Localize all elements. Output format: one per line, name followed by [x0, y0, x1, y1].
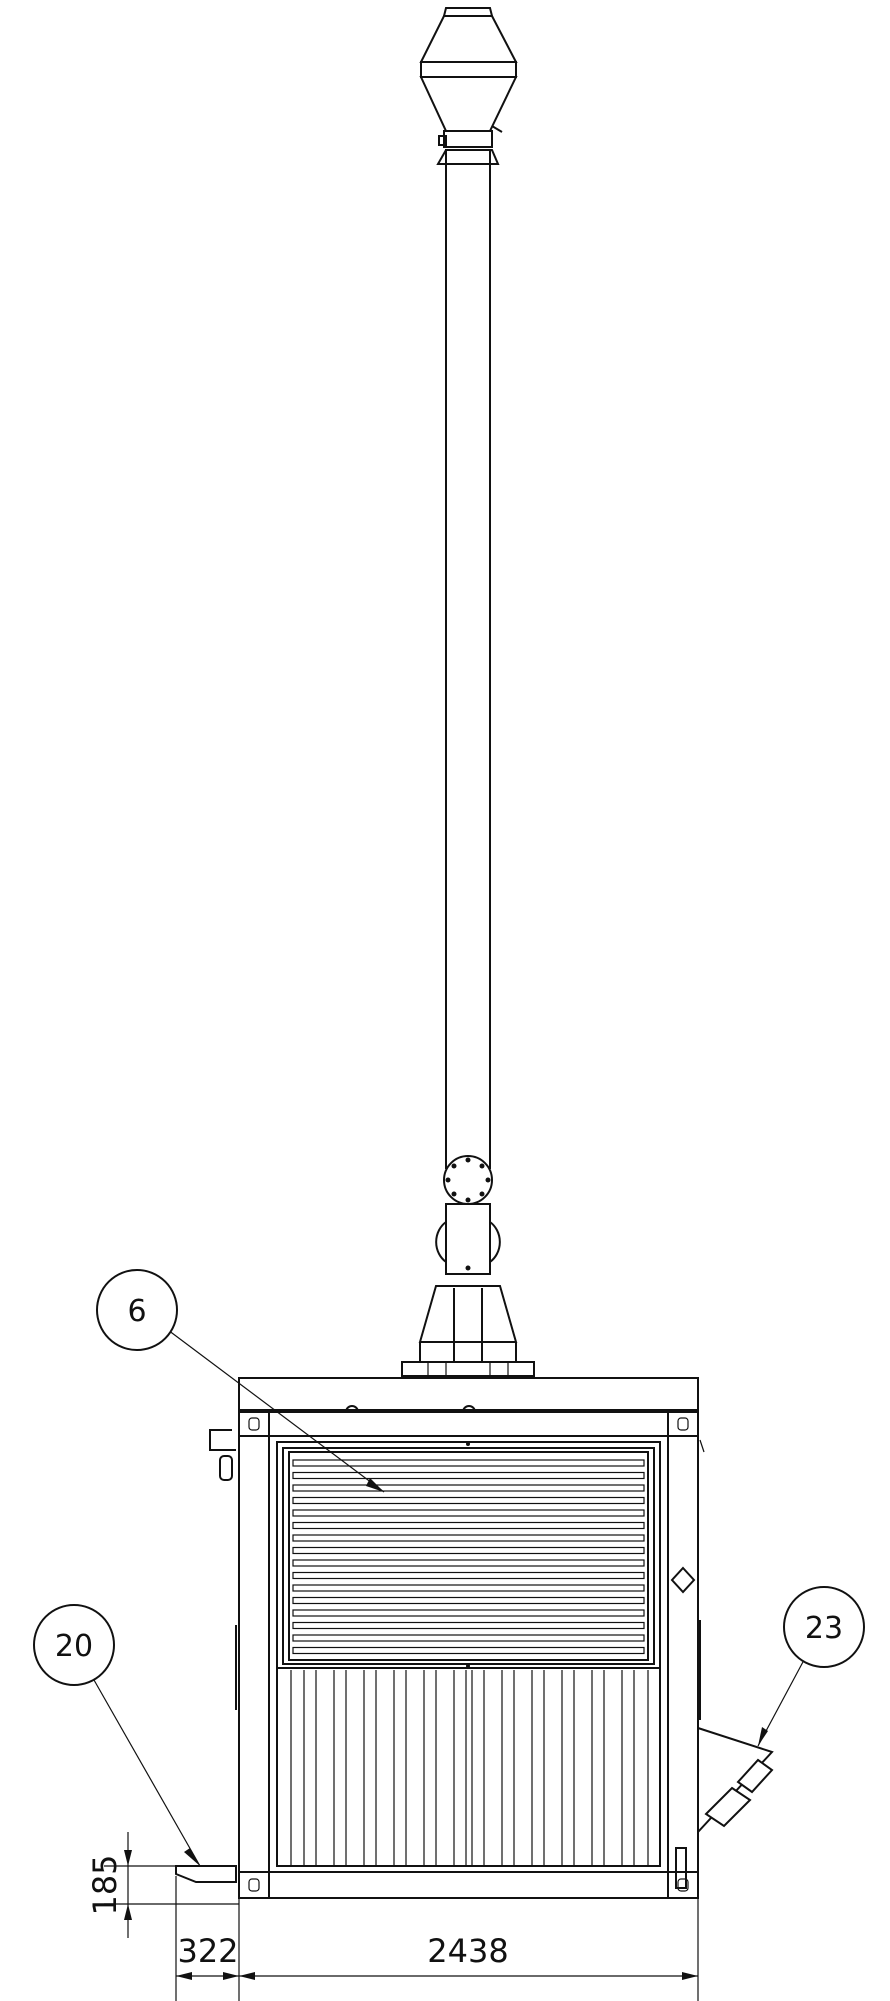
side-diamond-marker [670, 1566, 696, 1594]
lower-flange-left [435, 1221, 447, 1263]
balloon-23 [783, 1586, 865, 1668]
container-roof [238, 1377, 699, 1411]
balloon-callouts [33, 1269, 865, 1867]
louvre-slat [292, 1484, 645, 1492]
grille-inner-frame [288, 1451, 649, 1661]
container-top-rail [238, 1411, 699, 1437]
container [209, 1377, 705, 1899]
louvre-slat [292, 1596, 645, 1605]
side-bracket-left [209, 1429, 236, 1451]
corner-casting-tl [238, 1411, 270, 1437]
louvre-slat [292, 1534, 645, 1542]
collar-tab-right [491, 125, 503, 133]
stack-collar [443, 130, 493, 148]
dimension-185-label: 185 [86, 1854, 124, 1915]
louvre-slat [292, 1459, 645, 1467]
collar-tab-left [438, 135, 447, 146]
louvre-slat [292, 1609, 645, 1617]
grille-outer-frame [282, 1447, 655, 1665]
side-handle-right [675, 1847, 687, 1889]
louvre-slat [292, 1634, 645, 1642]
lower-flange-right [489, 1221, 501, 1263]
louvre-slat [292, 1584, 645, 1592]
stack-pipe [445, 149, 491, 1169]
stack-flange-top [436, 149, 500, 165]
container-bottom-rail [238, 1871, 699, 1899]
louvre-slat [292, 1621, 645, 1630]
corner-post-left [238, 1435, 270, 1873]
corrugated-panel [277, 1667, 660, 1866]
dimension-lines [104, 1832, 699, 2001]
balloon-20-label: 20 [55, 1629, 93, 1664]
upper-flange-bolts [445, 1157, 491, 1203]
louvre-slat [292, 1546, 645, 1555]
louvre-slat [292, 1471, 645, 1480]
rain-cap-top [442, 7, 494, 17]
hood-flap-lower [704, 1786, 752, 1828]
rain-cap-lower-cone [419, 76, 518, 132]
rain-cap-band [420, 61, 517, 78]
louvre-slat [292, 1646, 645, 1655]
louvre-slat [292, 1509, 645, 1517]
balloon-23-label: 23 [805, 1611, 843, 1646]
upper-flange [443, 1155, 493, 1205]
stack-support-outline [418, 1285, 518, 1343]
dimension-2438-label: 2438 [427, 1932, 508, 1970]
dimension-322-label: 322 [177, 1932, 238, 1970]
stack-lower-pipe [445, 1203, 491, 1275]
lifting-eye-center [462, 1405, 476, 1413]
balloon-6-label: 6 [127, 1294, 146, 1329]
corner-casting-bl [238, 1871, 270, 1899]
corner-casting-br [667, 1871, 699, 1899]
stack-base-plate [401, 1361, 535, 1377]
hood-flap-upper [736, 1758, 774, 1794]
balloon-20 [33, 1604, 115, 1686]
louvre-slat [292, 1559, 645, 1567]
rain-cap-upper-cone [419, 15, 518, 63]
side-exhaust-hood [697, 1726, 774, 1835]
corner-casting-tr [667, 1411, 699, 1437]
step-plate [175, 1865, 237, 1883]
end-wall-inner-frame [276, 1441, 661, 1867]
corner-post-right [667, 1435, 699, 1873]
lifting-eye-left [345, 1405, 359, 1413]
louvre-slat [292, 1521, 645, 1530]
louvre-slat [292, 1571, 645, 1580]
exhaust-stack [401, 7, 535, 1377]
access-step [175, 1865, 237, 1883]
side-valve-left [219, 1455, 233, 1481]
louvre-slat [292, 1496, 645, 1505]
radiator-grille [282, 1442, 655, 1668]
balloon-6 [96, 1269, 178, 1351]
